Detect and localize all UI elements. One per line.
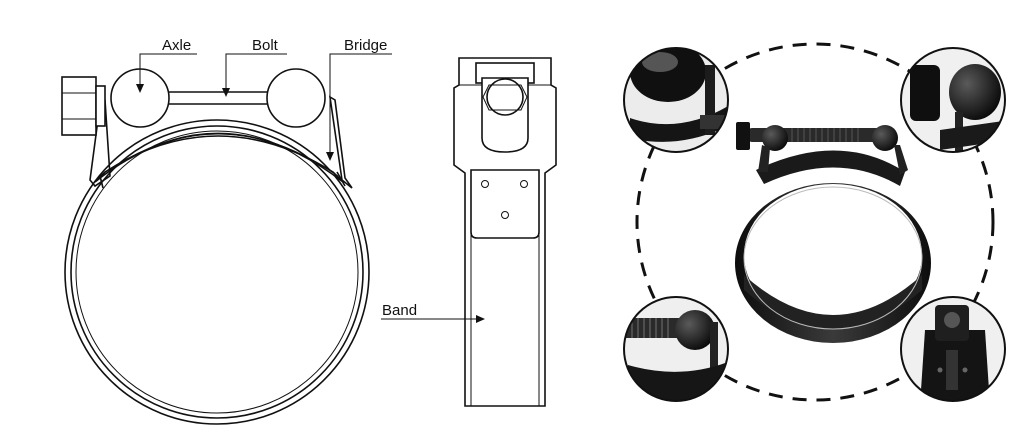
- label-axle-text: Axle: [162, 37, 191, 54]
- inset-top-right: [900, 47, 1006, 153]
- bridge-arc: [94, 132, 344, 183]
- side-bridge-plate: [470, 169, 540, 239]
- right-side-plate: [328, 95, 353, 189]
- label-bridge-text: Bridge: [344, 37, 387, 54]
- label-band: Band: [381, 302, 485, 323]
- band-end-right: [336, 171, 346, 187]
- inset-bottom-left: [623, 296, 729, 402]
- side-bolt-hex: [482, 84, 528, 111]
- side-view: Band: [381, 57, 557, 407]
- label-band-text: Band: [382, 302, 417, 319]
- dashed-outline: [635, 42, 995, 402]
- photo-axle-right: [872, 125, 898, 151]
- photo-plate-left: [758, 145, 770, 172]
- bolt-head-icon: [61, 76, 106, 136]
- band-outer-ring: [64, 119, 370, 425]
- label-bolt: Bolt: [222, 37, 287, 97]
- rivet-hole-3: [501, 211, 509, 219]
- photo-axle-left: [762, 125, 788, 151]
- label-bridge: Bridge: [326, 37, 392, 161]
- bridge-arc-inner: [99, 133, 339, 177]
- photo-bolt-head-icon: [736, 122, 750, 150]
- label-axle: Axle: [136, 37, 197, 93]
- photo-plate-right: [894, 145, 908, 175]
- band-end-left: [99, 175, 104, 189]
- inset-top-left: [623, 47, 729, 153]
- axle-right: [266, 68, 326, 128]
- side-bolt-icon: [486, 78, 524, 116]
- rivet-hole-2: [520, 180, 528, 188]
- band-opening: [744, 184, 922, 326]
- band-innermost-ring: [75, 130, 359, 414]
- front-view: Axle Bolt Bridge: [61, 37, 392, 425]
- rivet-hole-1: [481, 180, 489, 188]
- label-bolt-text: Bolt: [252, 37, 279, 54]
- product-render: [623, 42, 1006, 402]
- band-rim-highlight: [743, 186, 923, 330]
- photo-bolt-thread: [791, 128, 859, 142]
- band-lower-edge: [744, 275, 922, 329]
- inset-bottom-right: [900, 296, 1006, 402]
- band-inner-ring: [70, 125, 364, 419]
- photo-bridge: [756, 150, 905, 186]
